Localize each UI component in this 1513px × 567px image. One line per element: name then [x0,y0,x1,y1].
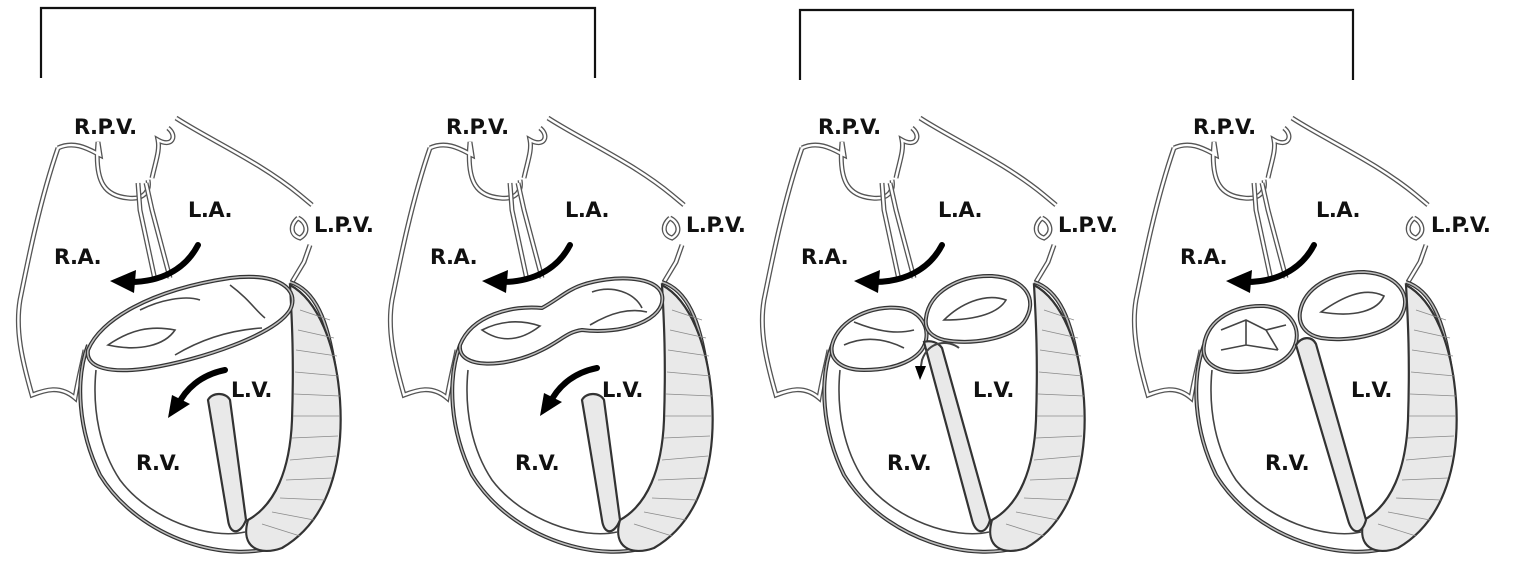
heart-panel-2 [390,118,712,552]
label-ra-1: R.A. [54,245,101,269]
label-ra-4: R.A. [1180,245,1227,269]
label-lv-2: L.V. [602,378,643,402]
label-la-1: L.A. [188,198,232,222]
label-rv-1: R.V. [136,451,180,475]
label-ra-2: R.A. [430,245,477,269]
label-lv-4: L.V. [1351,378,1392,402]
label-rv-2: R.V. [515,451,559,475]
label-lpv-2: L.P.V. [686,213,745,237]
label-rpv-1: R.P.V. [74,115,137,139]
label-rv-3: R.V. [887,451,931,475]
label-lv-3: L.V. [973,378,1014,402]
label-rpv-2: R.P.V. [446,115,509,139]
label-la-3: L.A. [938,198,982,222]
group-bracket-right [800,10,1353,80]
heart-panel-3 [762,118,1084,552]
label-lpv-3: L.P.V. [1058,213,1117,237]
label-la-2: L.A. [565,198,609,222]
heart-panel-1 [18,118,340,552]
label-lpv-1: L.P.V. [314,213,373,237]
label-lpv-4: L.P.V. [1431,213,1490,237]
label-la-4: L.A. [1316,198,1360,222]
group-bracket-left [41,8,595,78]
label-ra-3: R.A. [801,245,848,269]
label-lv-1: L.V. [231,378,272,402]
label-rpv-3: R.P.V. [818,115,881,139]
label-rpv-4: R.P.V. [1193,115,1256,139]
label-rv-4: R.V. [1265,451,1309,475]
heart-panel-4 [1134,118,1456,552]
